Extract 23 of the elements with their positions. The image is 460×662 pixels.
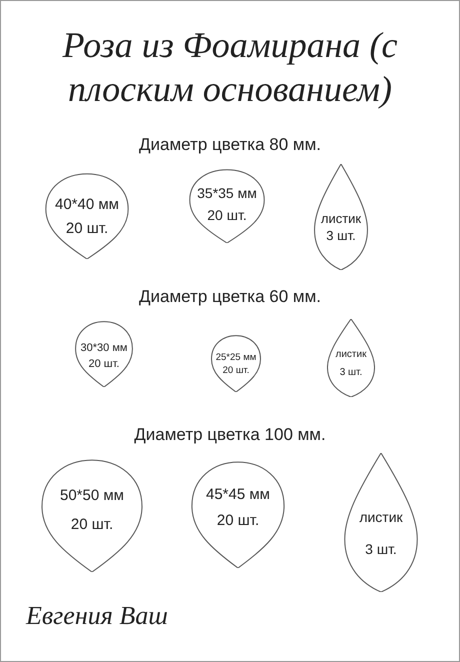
quantity-label: 20 шт. [70,516,114,532]
signature-text: Евгения Ваш [26,601,168,631]
quantity-label: 20 шт. [64,220,110,238]
quantity-label: 3 шт. [338,367,364,378]
template-label: листик [334,348,368,360]
template-label: 50*50 мм [59,487,125,504]
quantity-label: 3 шт. [325,228,357,243]
quantity-label: 20 шт. [216,512,260,530]
heading-text: Диаметр цветка 60 мм. [138,287,322,307]
heading-text: Диаметр цветка 100 мм. [133,425,327,445]
quantity-label: 20 шт. [222,364,250,376]
quantity-label: 20 шт. [206,207,248,224]
template-label: 25*25 мм [214,352,258,364]
title: Роза из Фоамирана (с плоским основанием) [61,24,399,111]
quantity-label: 20 шт. [88,358,120,370]
template-label: 35*35 мм [196,185,258,202]
template-label: листик [320,210,362,226]
quantity-label: 3 шт. [364,540,398,557]
template-label: листик [358,508,404,525]
heading-text: Диаметр цветка 80 мм. [138,135,322,155]
template-label: 45*45 мм [205,486,271,503]
template-label: 40*40 мм [54,196,120,214]
template-label: 30*30 мм [80,342,128,354]
